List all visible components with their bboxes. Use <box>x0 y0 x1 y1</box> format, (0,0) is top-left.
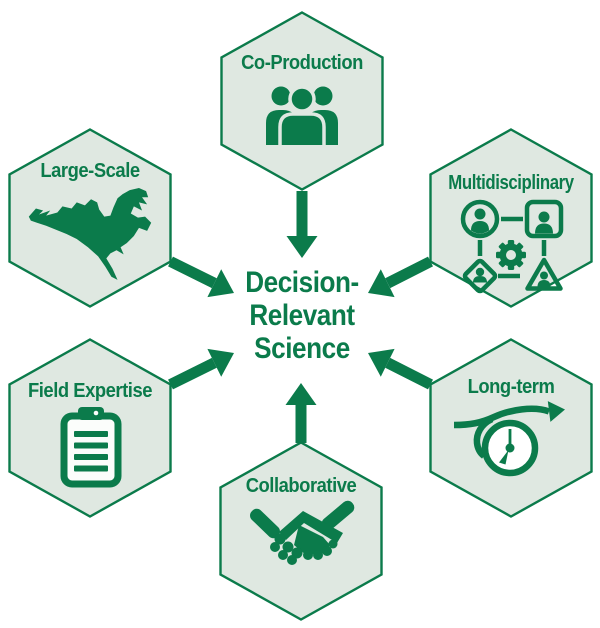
center-title-line: Relevant <box>249 299 355 332</box>
hexagon-multidisciplinary: Multidisciplinary <box>429 128 593 308</box>
clipboard-icon <box>60 407 122 488</box>
center-title: Decision- Relevant Science <box>198 266 407 365</box>
hexagon-label-field-expertise: Field Expertise <box>28 380 152 402</box>
arrow-from-collaborative <box>285 383 317 443</box>
clock-long-term-icon <box>453 401 565 477</box>
hexagon-collaborative: Collaborative <box>219 441 383 621</box>
hexagon-label-co-production: Co-Production <box>241 52 363 74</box>
hexagon-label-multidisciplinary: Multidisciplinary <box>448 172 574 194</box>
hexagon-label-collaborative: Collaborative <box>245 475 357 497</box>
center-title-line: Science <box>254 332 350 365</box>
hexagon-label-long-term: Long-term <box>467 376 555 398</box>
hexagon-long-term: Long-term <box>429 338 593 518</box>
center-title-line: Decision- <box>245 266 359 299</box>
hexagon-large-scale: Large-Scale <box>8 128 172 308</box>
hexagon-co-production: Co-Production <box>220 11 384 191</box>
multidisciplinary-network-icon <box>460 199 564 294</box>
north-america-map-icon <box>28 188 152 280</box>
people-group-icon <box>266 85 338 145</box>
hexagon-field-expertise: Field Expertise <box>8 338 172 518</box>
hexagon-label-large-scale: Large-Scale <box>40 160 140 182</box>
handshake-icon <box>250 500 355 565</box>
arrow-from-co-production <box>286 191 318 258</box>
